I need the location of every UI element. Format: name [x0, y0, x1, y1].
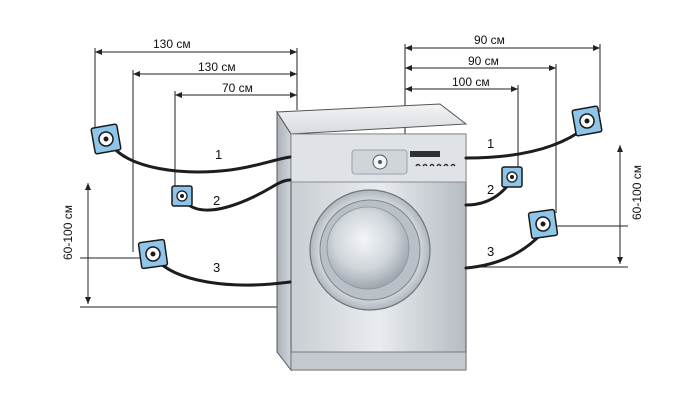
right-height-label: 60-100 см [630, 165, 644, 220]
socket-left-1 [90, 123, 122, 155]
left-number-2: 2 [213, 193, 220, 208]
right-number-3: 3 [487, 244, 494, 259]
socket-right-2 [501, 166, 523, 188]
right-dim-label-1: 90 см [474, 33, 505, 47]
left-height-label: 60-100 см [61, 205, 75, 260]
washing-machine [276, 103, 468, 372]
display-panel [410, 151, 440, 157]
socket-left-2 [171, 185, 193, 207]
right-dimension-lines [404, 44, 628, 268]
right-dim-label-3: 100 см [452, 75, 490, 89]
right-dim-label-2: 90 см [468, 54, 499, 68]
left-dim-label-1: 130 см [153, 37, 191, 51]
socket-right-3 [527, 208, 559, 240]
right-number-1: 1 [487, 136, 494, 151]
left-dim-label-2: 130 см [198, 60, 236, 74]
left-number-1: 1 [215, 147, 222, 162]
left-number-3: 3 [213, 260, 220, 275]
socket-left-3 [137, 238, 169, 270]
left-dimension-lines [80, 48, 298, 308]
left-dim-label-3: 70 см [222, 81, 253, 95]
right-number-2: 2 [487, 182, 494, 197]
door-glass [326, 206, 410, 290]
socket-right-1 [571, 105, 603, 137]
